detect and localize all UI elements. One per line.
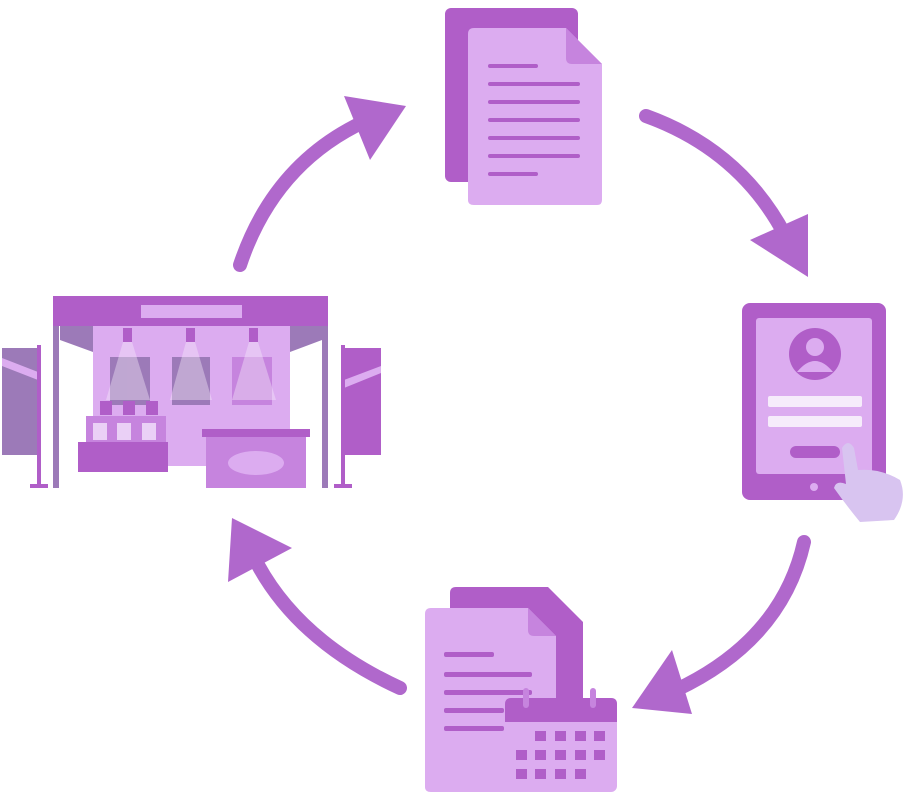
- tablet-registration-icon: [742, 303, 903, 522]
- submit-button: [790, 446, 840, 458]
- documents-icon: [445, 8, 602, 205]
- documents-calendar-icon: [425, 587, 617, 792]
- arrow-tablet-to-calendar: [632, 535, 811, 714]
- calendar-icon: [505, 688, 617, 792]
- name-field: [768, 396, 862, 407]
- arrow-booth-to-documents: [233, 96, 406, 272]
- exhibition-booth-icon: [2, 296, 381, 488]
- email-field: [768, 416, 862, 427]
- arrow-documents-to-tablet: [639, 109, 808, 277]
- arrow-calendar-to-booth: [228, 518, 407, 695]
- hand-pointer-icon: [834, 443, 903, 522]
